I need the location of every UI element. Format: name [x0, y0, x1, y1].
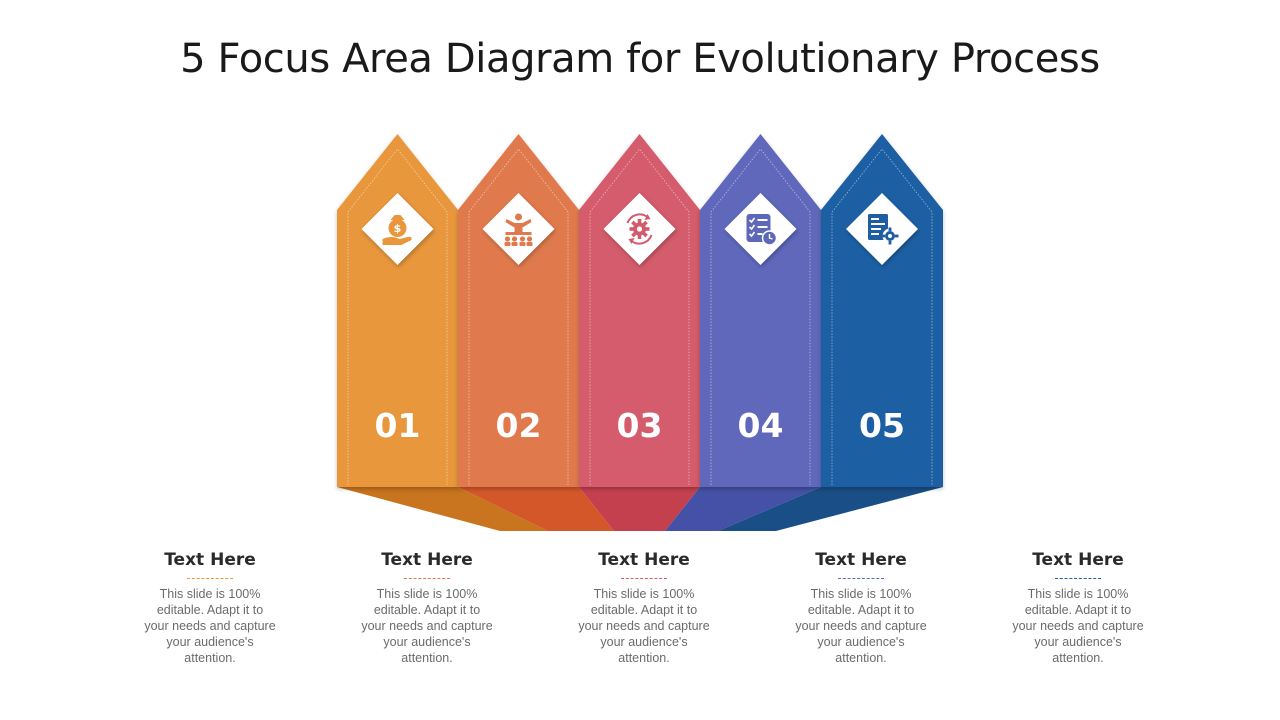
document-gear-icon [868, 214, 899, 245]
caption-body: This slide is 100% editable. Adapt it to… [795, 587, 927, 665]
arrow-shape [700, 134, 821, 487]
step-number: 02 [496, 406, 542, 445]
arrow-shape [458, 134, 579, 487]
slide-title: 5 Focus Area Diagram for Evolutionary Pr… [180, 36, 1100, 82]
arrow-shape [821, 134, 943, 487]
caption-title: Text Here [598, 550, 690, 570]
floor-shadows [337, 487, 943, 531]
caption-divider [187, 578, 233, 579]
caption-body: This slide is 100% editable. Adapt it to… [578, 587, 710, 665]
floor-shadow-05 [718, 487, 943, 531]
caption-body: This slide is 100% editable. Adapt it to… [1012, 587, 1144, 665]
step-number: 04 [738, 406, 784, 445]
arrow-column-05: 05 [821, 134, 943, 487]
caption-divider [621, 578, 667, 579]
caption-divider [404, 578, 450, 579]
caption-title: Text Here [164, 550, 256, 570]
arrow-column-03: 03 [579, 134, 700, 487]
caption-divider [1055, 578, 1101, 579]
money-bag-hand-icon: $ [382, 215, 412, 245]
caption-title: Text Here [381, 550, 473, 570]
arrow-column-04: 04 [700, 134, 821, 487]
arrow-shape [579, 134, 700, 487]
caption-divider [838, 578, 884, 579]
floor-shadow-04 [665, 487, 821, 531]
svg-text:$: $ [394, 222, 402, 235]
step-number: 01 [375, 406, 421, 445]
arrow-columns: $01 02 03 04 05 [337, 134, 943, 487]
caption-body: This slide is 100% editable. Adapt it to… [361, 587, 493, 665]
caption-body: This slide is 100% editable. Adapt it to… [144, 587, 276, 665]
presenter-audience-icon [504, 213, 533, 246]
floor-shadow-01 [337, 487, 548, 531]
gear-cycle-icon [626, 213, 653, 245]
arrow-column-02: 02 [458, 134, 579, 487]
arrow-column-01: $01 [337, 134, 458, 487]
caption-title: Text Here [815, 550, 907, 570]
step-number: 03 [617, 406, 663, 445]
floor-shadow-02 [458, 487, 614, 531]
floor-shadow-03 [579, 487, 700, 531]
arrow-shape [337, 134, 458, 487]
step-number: 05 [859, 406, 905, 445]
caption-title: Text Here [1032, 550, 1124, 570]
checklist-clock-icon [746, 214, 778, 246]
